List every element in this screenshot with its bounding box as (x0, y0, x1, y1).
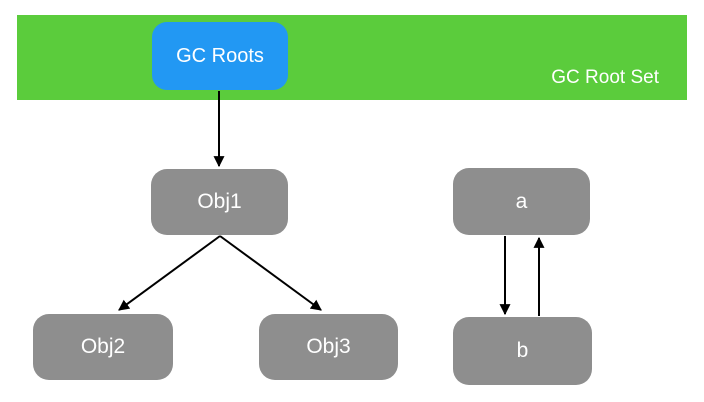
node-obj3: Obj3 (259, 314, 398, 380)
node-obj2: Obj2 (33, 314, 173, 380)
node-b: b (453, 317, 592, 385)
arrow-obj1-to-obj2 (118, 235, 221, 311)
node-a: a (453, 168, 590, 235)
node-gc-roots: GC Roots (152, 22, 288, 90)
node-obj1: Obj1 (151, 169, 288, 235)
gc-root-set-label: GC Root Set (551, 67, 659, 88)
arrow-obj1-to-obj3 (219, 235, 322, 311)
gc-root-set-banner: GC Root Set (17, 15, 687, 100)
